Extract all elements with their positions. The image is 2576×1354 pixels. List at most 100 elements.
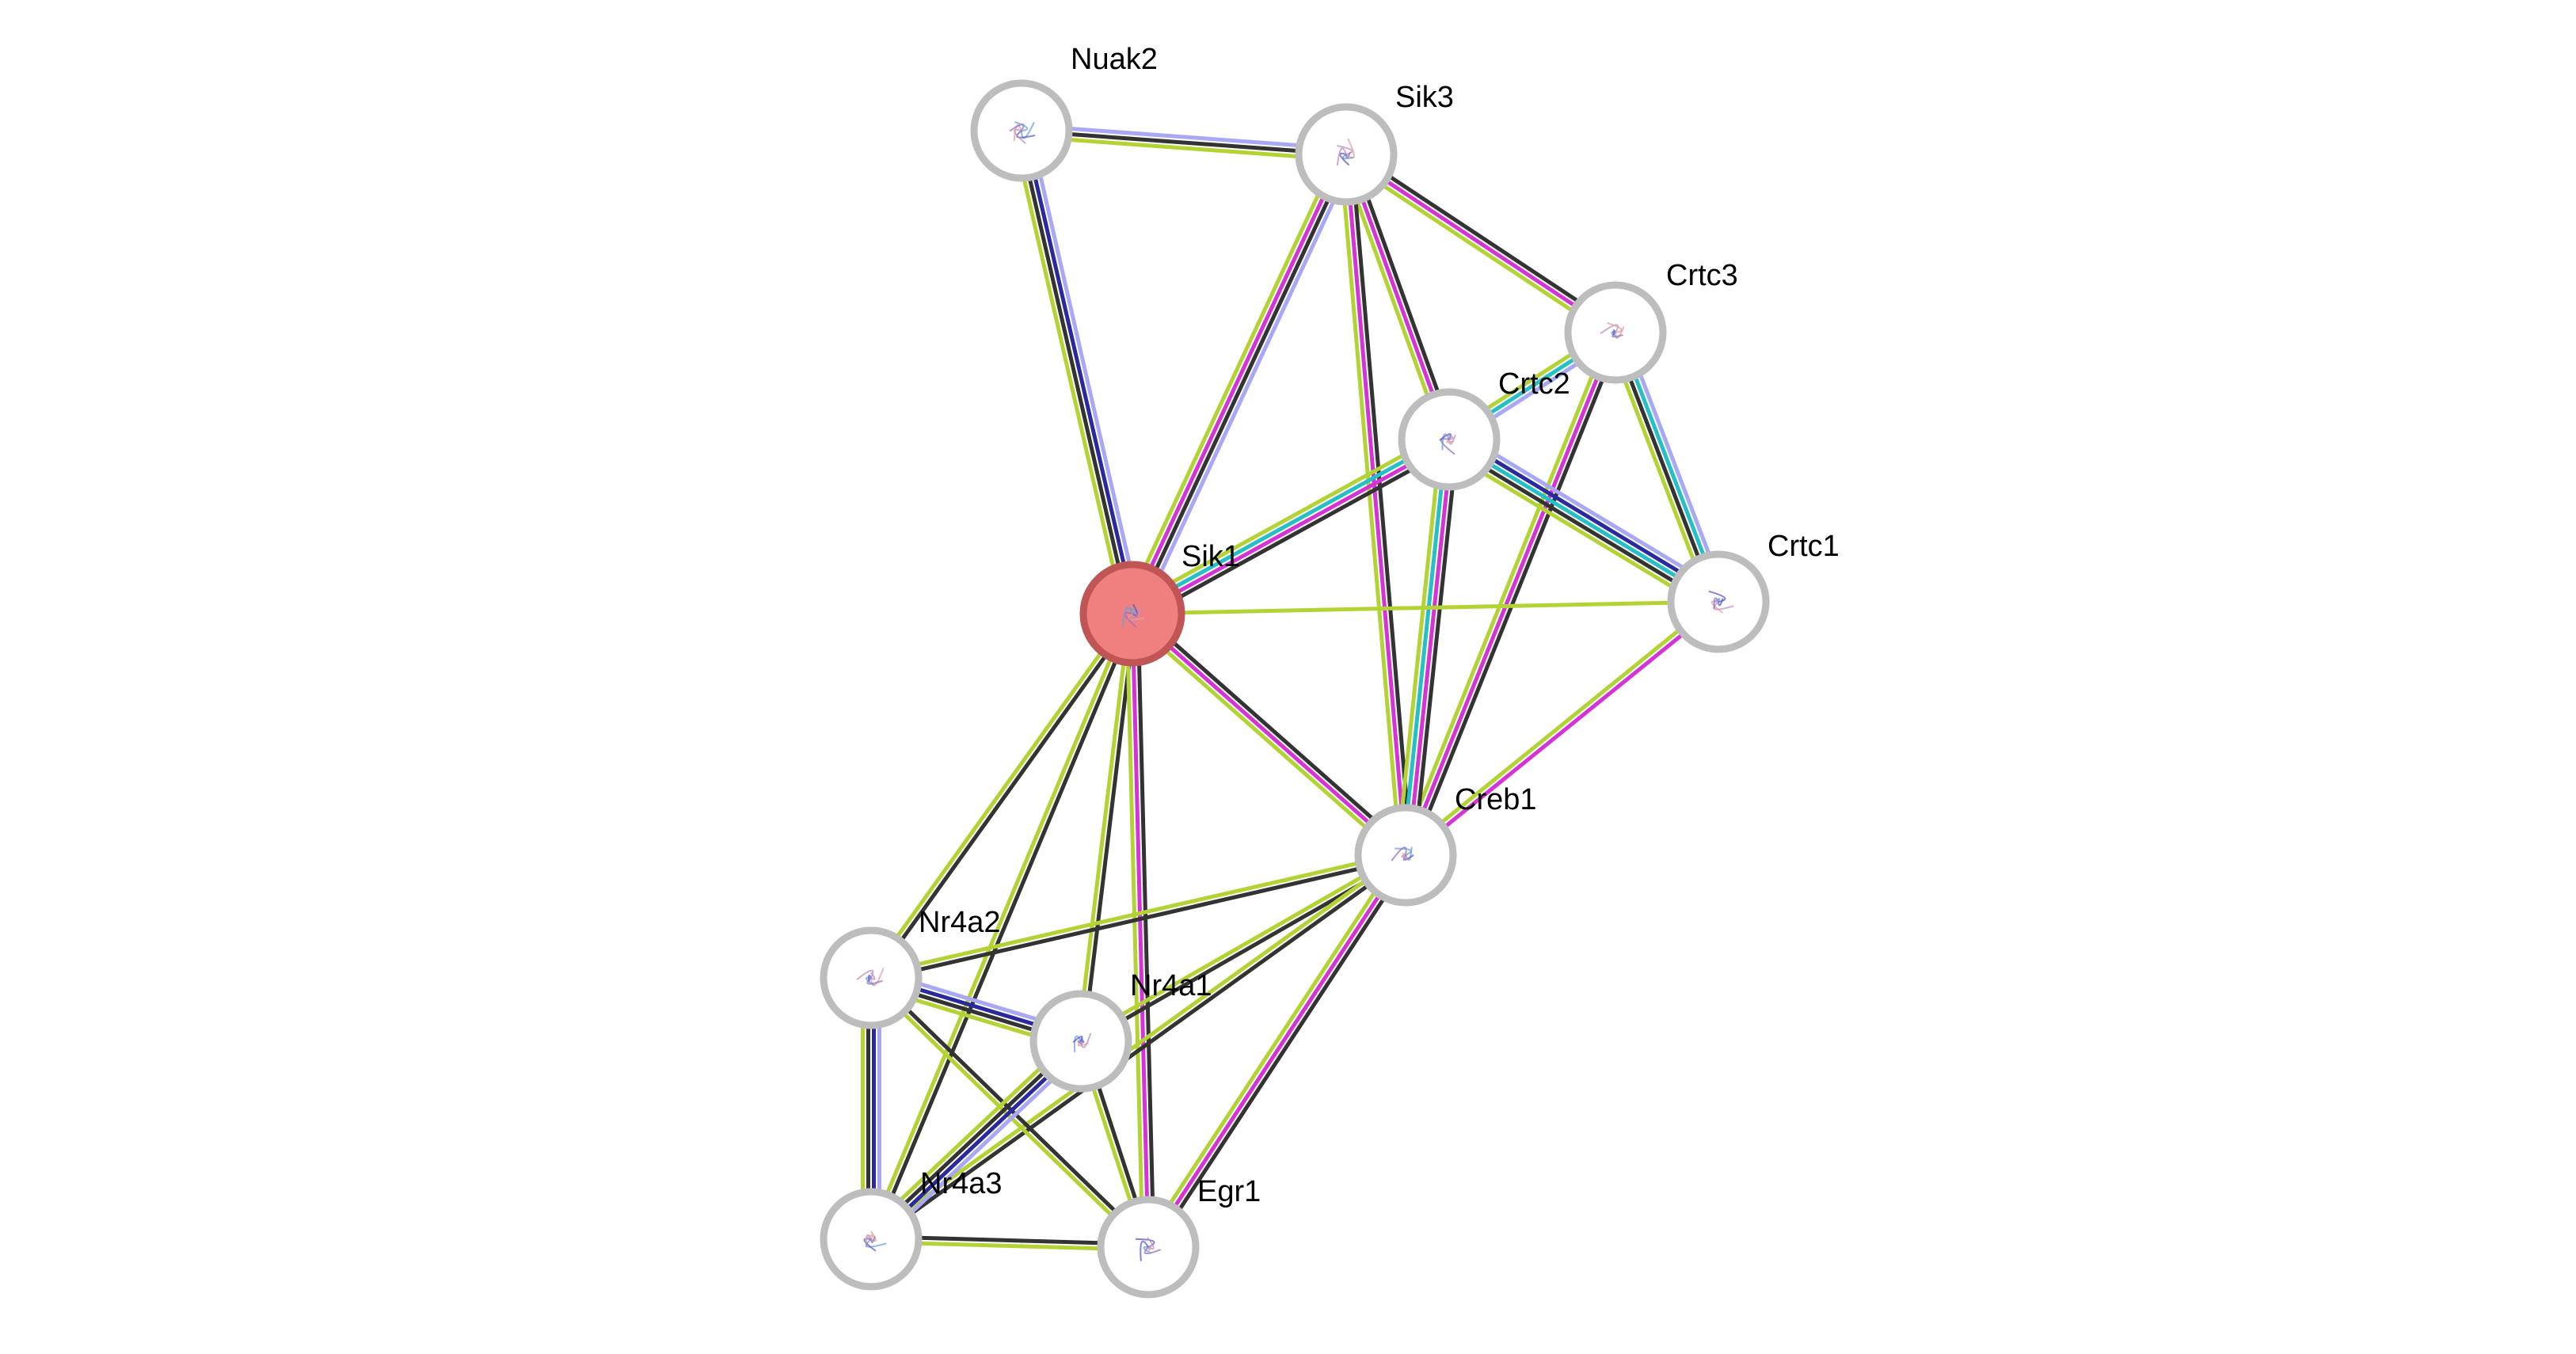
edge-evidence-coexpression: [1019, 128, 1349, 157]
node-label: Sik1: [1181, 540, 1240, 573]
edge-evidence-coexpression: [1408, 333, 1623, 860]
edge-evidence-neighborhood: [1450, 432, 1724, 599]
node-nr4a1[interactable]: Nr4a1: [1029, 969, 1212, 1093]
edge-nuak2-sik3[interactable]: [1018, 123, 1349, 162]
edge-evidence-textmining: [1341, 157, 1615, 340]
edge-evidence-cooccurrence: [1128, 435, 1450, 614]
protein-structure-icon: [1135, 1237, 1162, 1261]
edge-evidence-textmining: [1124, 611, 1145, 1249]
edge-evidence-experiments: [1130, 611, 1408, 858]
node-creb1[interactable]: Creb1: [1354, 783, 1537, 907]
edge-evidence-experiments: [1344, 152, 1408, 858]
node-label: Creb1: [1455, 783, 1537, 816]
edge-crtc3-creb1[interactable]: [1398, 328, 1623, 860]
edge-evidence-textmining: [1395, 436, 1444, 857]
edge-nuak2-sik1[interactable]: [1011, 127, 1143, 618]
edge-crtc1-sik1[interactable]: [1130, 599, 1721, 616]
edge-sik1-nr4a2[interactable]: [866, 610, 1137, 982]
protein-structure-icon: [863, 1230, 887, 1252]
node-sik3[interactable]: Sik3: [1295, 81, 1454, 206]
edge-sik1-creb1[interactable]: [1126, 607, 1412, 861]
node-crtc3[interactable]: Crtc3: [1564, 259, 1738, 384]
edge-evidence-coexpression: [870, 855, 1410, 1244]
edge-evidence-coexpression: [1136, 611, 1156, 1249]
edge-evidence-coexpression: [1081, 611, 1137, 1044]
edge-evidence-coexpression: [1017, 129, 1132, 617]
protein-structure-icon: [1439, 433, 1456, 455]
node-label: Nr4a3: [920, 1167, 1003, 1200]
edge-evidence-textmining: [1122, 149, 1341, 613]
protein-structure-icon: [856, 968, 885, 987]
edge-evidence-experiments: [1405, 602, 1722, 860]
edge-evidence-experiments: [1406, 437, 1454, 858]
edge-evidence-homology: [1027, 127, 1143, 614]
node-nr4a3[interactable]: Nr4a3: [820, 1167, 1003, 1291]
edge-creb1-nr4a3[interactable]: [867, 850, 1410, 1244]
protein-structure-icon: [1600, 321, 1625, 339]
node-label: Nr4a2: [919, 906, 1001, 939]
edge-evidence-textmining: [1126, 615, 1404, 861]
edge-sik1-egr1[interactable]: [1124, 611, 1156, 1249]
edge-evidence-coexpression: [1349, 151, 1414, 857]
edge-creb1-nr4a1[interactable]: [1077, 850, 1410, 1046]
edge-sik1-nr4a1[interactable]: [1076, 611, 1137, 1044]
edge-evidence-coexpression: [869, 855, 1409, 983]
node-label: Crtc3: [1666, 259, 1738, 292]
edge-evidence-cooccurrence: [1401, 437, 1449, 858]
edge-evidence-textmining: [1141, 850, 1403, 1246]
edge-evidence-textmining: [868, 850, 1407, 978]
edge-evidence-experiments: [1344, 152, 1618, 335]
edge-evidence-coexpression: [1444, 442, 1718, 609]
node-label: Sik3: [1395, 81, 1454, 114]
edge-evidence-experiments: [1128, 151, 1346, 615]
node-crtc1[interactable]: Crtc1: [1667, 530, 1840, 653]
edge-evidence-textmining: [1126, 430, 1448, 609]
edge-evidence-textmining: [1018, 134, 1348, 162]
edge-evidence-experiments: [1146, 853, 1408, 1249]
node-nr4a2[interactable]: Nr4a2: [820, 906, 1001, 1029]
edge-evidence-textmining: [866, 610, 1132, 1241]
edge-evidence-textmining: [1398, 328, 1613, 855]
edge-evidence-homology: [1020, 123, 1349, 151]
edge-crtc2-sik1[interactable]: [1126, 430, 1455, 623]
edge-sik3-creb1[interactable]: [1338, 151, 1414, 858]
protein-structure-icon: [1009, 121, 1036, 144]
edge-evidence-neighborhood: [1022, 127, 1137, 615]
edge-evidence-textmining: [1011, 130, 1127, 618]
edge-sik3-sik1[interactable]: [1122, 149, 1356, 619]
node-label: Nuak2: [1071, 43, 1158, 76]
edge-crtc2-creb1[interactable]: [1395, 436, 1459, 858]
node-nuak2[interactable]: Nuak2: [970, 43, 1158, 182]
edge-evidence-coexpression: [871, 613, 1137, 982]
edge-evidence-textmining: [1441, 447, 1715, 614]
edge-crtc2-crtc1[interactable]: [1441, 428, 1726, 614]
edge-sik3-crtc3[interactable]: [1341, 147, 1621, 340]
protein-structure-icon: [1708, 590, 1734, 614]
edge-evidence-textmining: [867, 850, 1406, 1239]
edge-sik1-nr4a3[interactable]: [866, 610, 1137, 1242]
edge-evidence-textmining: [1338, 153, 1402, 858]
edge-evidence-homology: [1452, 428, 1726, 595]
protein-structure-icon: [1336, 138, 1355, 166]
node-egr1[interactable]: Egr1: [1097, 1175, 1261, 1299]
edge-evidence-textmining: [1076, 611, 1132, 1044]
edge-evidence-experiments: [1403, 330, 1618, 858]
node-label: Egr1: [1197, 1175, 1261, 1208]
edge-evidence-coexpression: [871, 612, 1137, 1242]
edge-creb1-nr4a2[interactable]: [868, 850, 1409, 983]
edge-evidence-coexpression: [1151, 856, 1413, 1253]
node-sik1[interactable]: Sik1: [1079, 540, 1240, 667]
edge-crtc1-creb1[interactable]: [1402, 597, 1722, 860]
node-label: Nr4a1: [1130, 969, 1212, 1002]
edge-creb1-egr1[interactable]: [1141, 850, 1413, 1253]
edge-evidence-coexpression: [1132, 153, 1351, 617]
node-crtc2[interactable]: Crtc2: [1398, 367, 1570, 491]
edge-evidence-textmining: [1077, 850, 1406, 1041]
edge-evidence-coexpression: [1134, 607, 1412, 854]
edge-evidence-textmining: [1402, 597, 1719, 855]
edge-evidence-coexpression: [1134, 444, 1455, 623]
edge-evidence-coexpression: [1411, 438, 1459, 858]
protein-structure-icon: [1072, 1033, 1092, 1052]
